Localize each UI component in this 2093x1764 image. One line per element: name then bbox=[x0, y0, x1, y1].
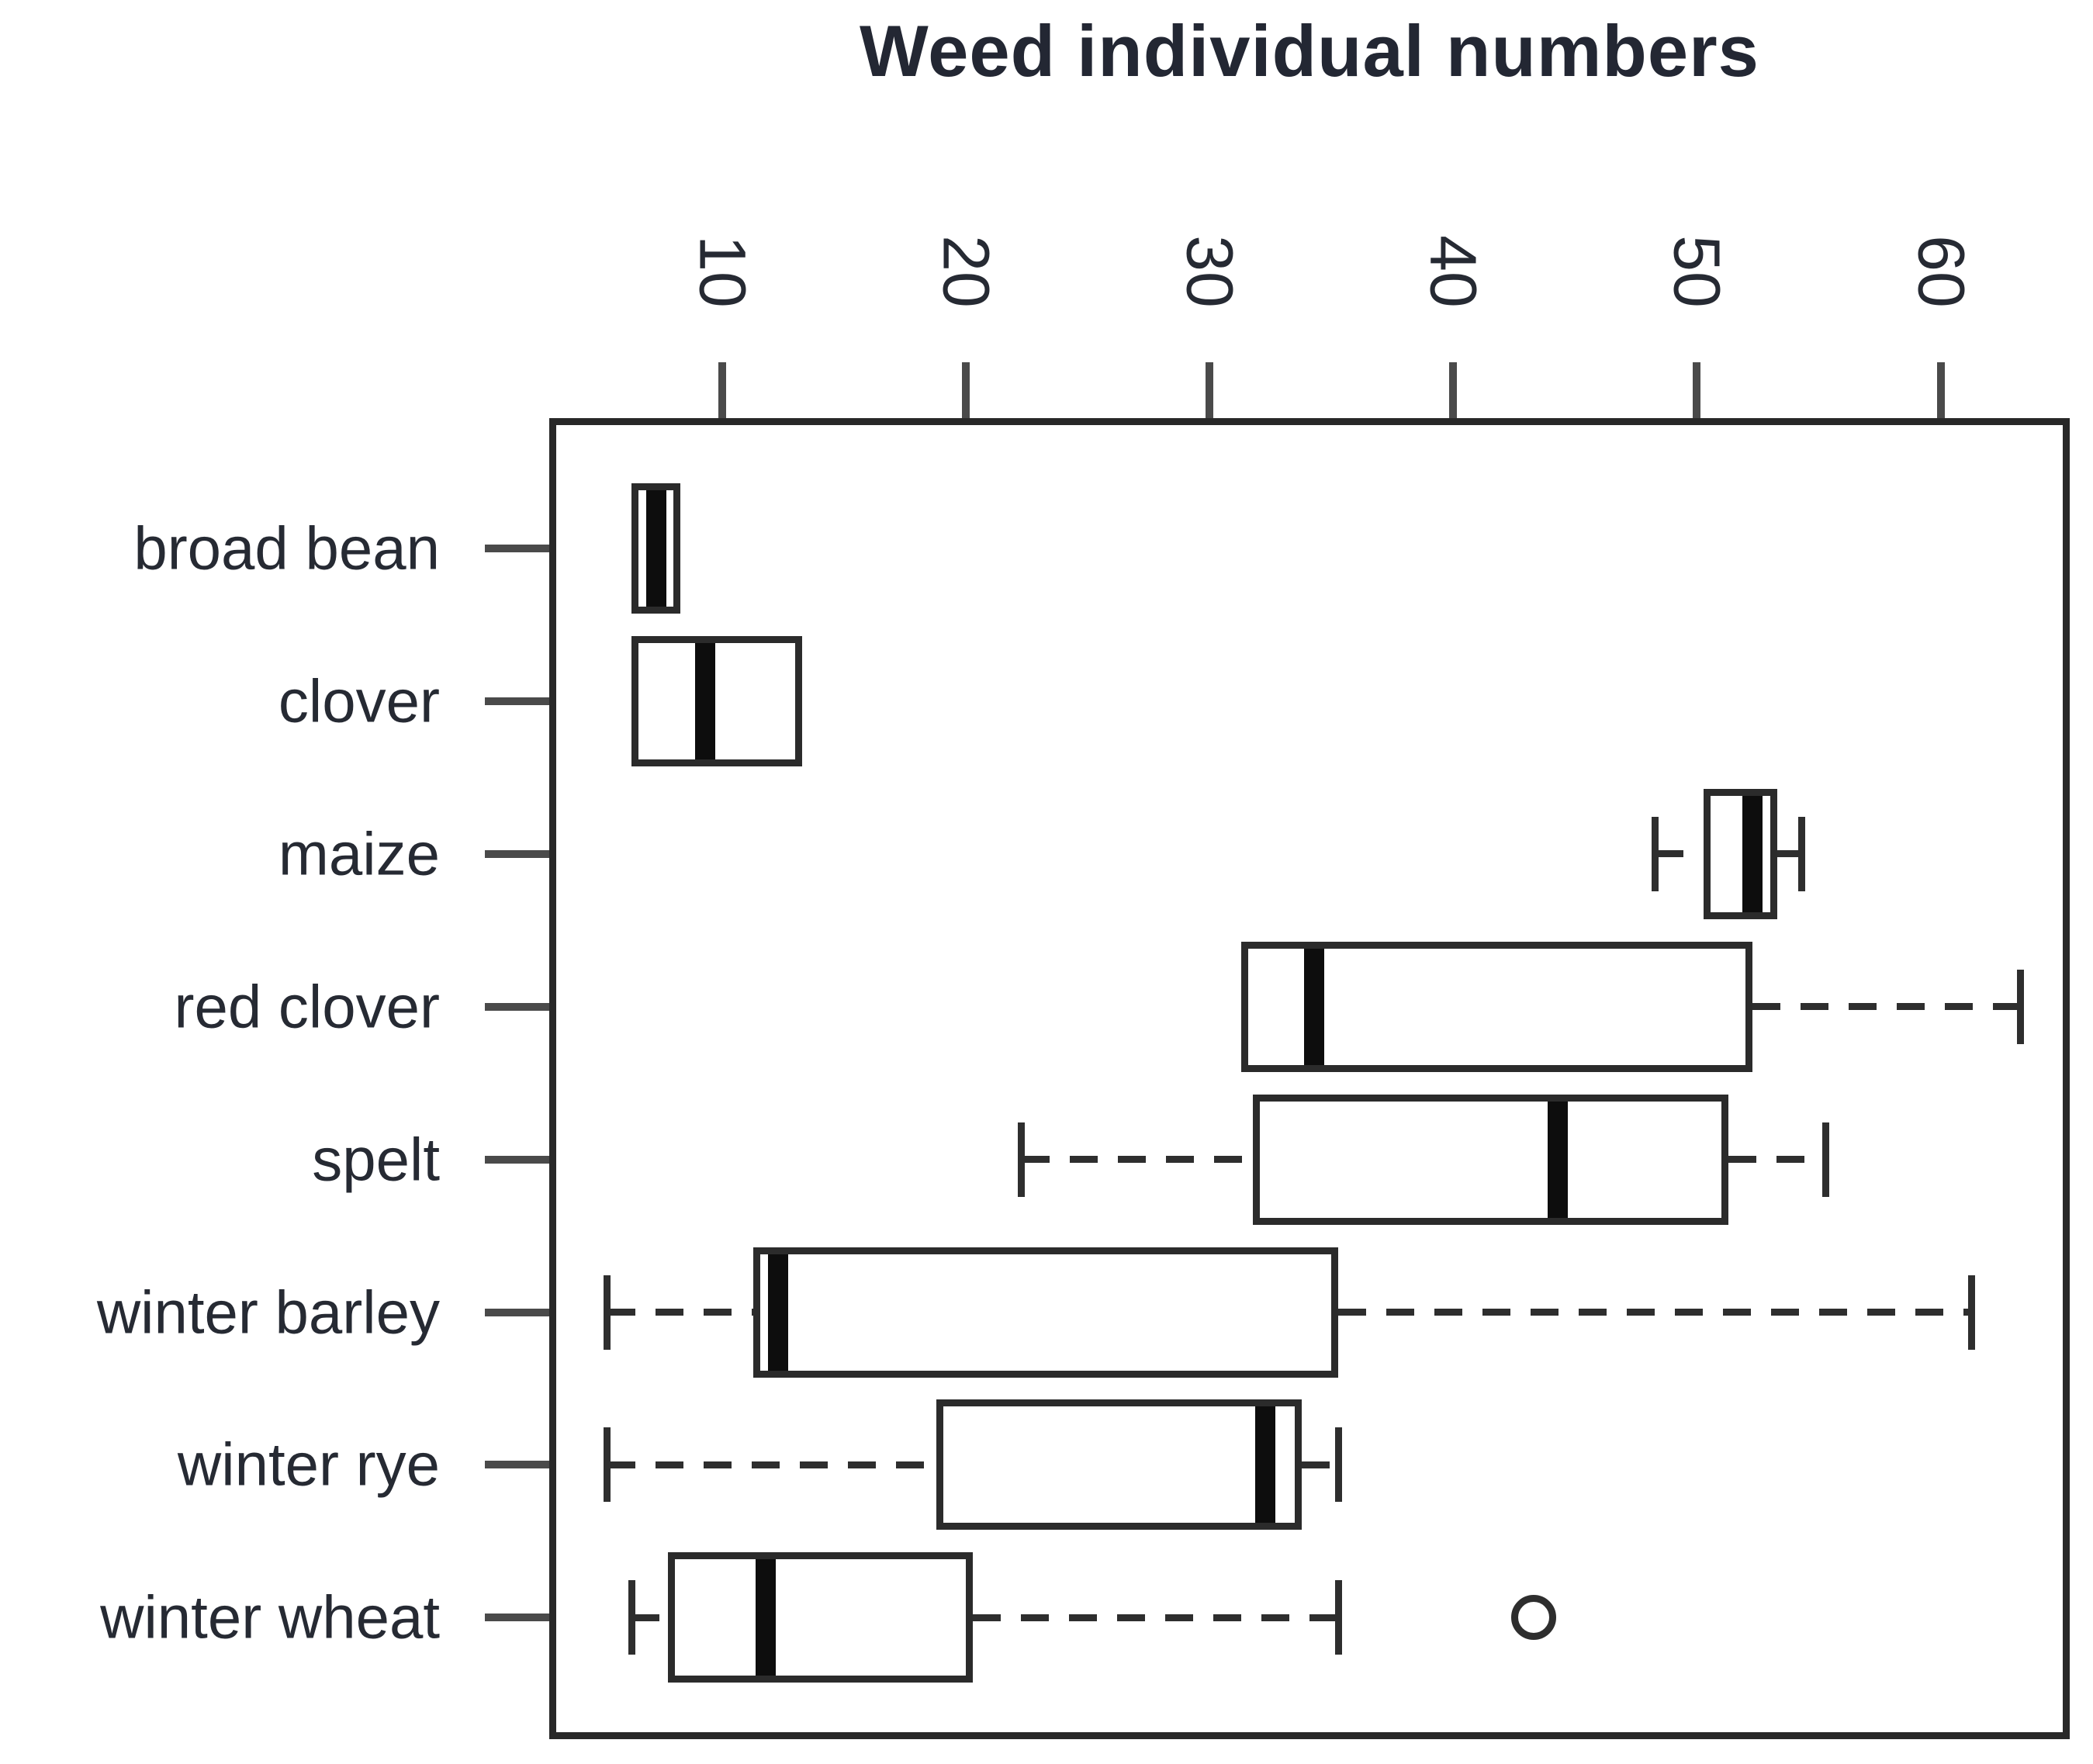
x-tick-label: 20 bbox=[929, 235, 1003, 308]
whisker-line-low bbox=[1021, 1156, 1254, 1164]
x-axis-tick bbox=[1206, 362, 1214, 418]
y-category-label: winter barley bbox=[96, 1278, 440, 1346]
whisker-line-low bbox=[1655, 850, 1704, 858]
median-line bbox=[1547, 1101, 1568, 1218]
whisker-cap-low bbox=[1652, 816, 1659, 891]
whisker-cap-high bbox=[2017, 969, 2025, 1044]
median-line bbox=[1303, 948, 1324, 1065]
outlier-point bbox=[1510, 1595, 1556, 1641]
y-category-label: winter rye bbox=[177, 1430, 440, 1499]
median-line bbox=[1255, 1406, 1276, 1524]
y-axis-tick bbox=[485, 1308, 549, 1316]
whisker-cap-high bbox=[1334, 1427, 1342, 1503]
whisker-cap-high bbox=[1968, 1275, 1976, 1350]
whisker-cap-low bbox=[628, 1580, 635, 1655]
y-category-label: winter wheat bbox=[100, 1582, 440, 1652]
median-line bbox=[767, 1254, 788, 1371]
y-axis-tick bbox=[485, 1614, 549, 1622]
whisker-cap-high bbox=[1821, 1122, 1829, 1197]
whisker-line-high bbox=[1776, 850, 1802, 858]
y-category-label: spelt bbox=[312, 1125, 440, 1194]
whisker-line-high bbox=[1752, 1003, 2021, 1011]
y-axis-tick bbox=[485, 1002, 549, 1011]
x-axis-tick bbox=[1693, 362, 1701, 418]
x-tick-label: 50 bbox=[1660, 235, 1734, 308]
x-axis-tick bbox=[1449, 362, 1458, 418]
y-category-label: maize bbox=[278, 819, 440, 888]
box-iqr bbox=[753, 1247, 1339, 1378]
plot-area bbox=[549, 418, 2070, 1739]
whisker-cap-low bbox=[604, 1275, 611, 1350]
whisker-cap-low bbox=[1018, 1122, 1026, 1197]
y-axis-tick bbox=[485, 1155, 549, 1164]
whisker-line-high bbox=[1302, 1461, 1339, 1468]
whisker-cap-low bbox=[604, 1427, 611, 1503]
median-line bbox=[756, 1559, 777, 1676]
whisker-cap-high bbox=[1797, 816, 1805, 891]
box-iqr bbox=[1704, 788, 1777, 919]
y-category-label: clover bbox=[278, 666, 440, 735]
y-category-label: broad bean bbox=[133, 514, 440, 583]
whisker-line-low bbox=[607, 1309, 754, 1316]
box-iqr bbox=[1253, 1094, 1728, 1225]
x-tick-label: 30 bbox=[1173, 235, 1247, 308]
whisker-line-low bbox=[607, 1461, 936, 1468]
x-axis-tick bbox=[1936, 362, 1945, 418]
y-category-label: red clover bbox=[174, 972, 440, 1041]
median-line bbox=[694, 642, 715, 759]
median-line bbox=[1742, 795, 1763, 912]
box-iqr bbox=[936, 1399, 1303, 1531]
x-tick-label: 10 bbox=[686, 235, 759, 308]
box-iqr bbox=[668, 1552, 974, 1683]
whisker-line-low bbox=[631, 1614, 669, 1621]
x-axis-tick bbox=[718, 362, 726, 418]
box-iqr bbox=[1240, 941, 1753, 1072]
chart-title: Weed individual numbers bbox=[860, 10, 1759, 92]
whisker-line-high bbox=[1338, 1309, 1972, 1316]
box-iqr bbox=[631, 635, 803, 766]
whisker-cap-high bbox=[1334, 1580, 1342, 1655]
whisker-line-high bbox=[1728, 1156, 1826, 1164]
y-axis-tick bbox=[485, 545, 549, 552]
y-axis-tick bbox=[485, 849, 549, 858]
whisker-line-high bbox=[973, 1614, 1339, 1621]
x-tick-label: 60 bbox=[1904, 235, 1978, 308]
median-line bbox=[645, 490, 666, 607]
y-axis-tick bbox=[485, 697, 549, 705]
y-axis-tick bbox=[485, 1461, 549, 1469]
x-tick-label: 40 bbox=[1417, 235, 1490, 308]
x-axis-tick bbox=[962, 362, 970, 418]
